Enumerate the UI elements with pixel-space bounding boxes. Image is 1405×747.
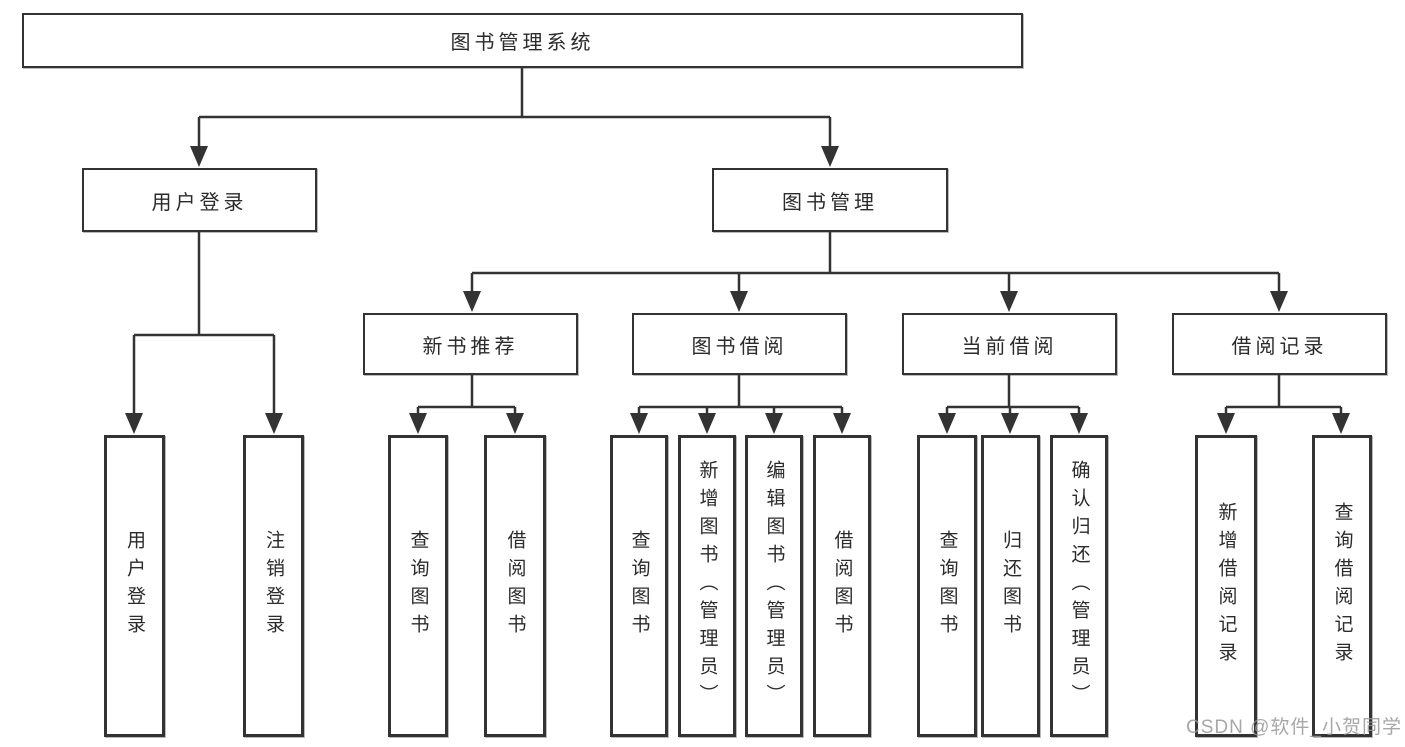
leaf-edit-book-admin: 编辑图书（管理员） [745,435,803,737]
leaf-query-books-2: 查询图书 [610,435,668,737]
node-book-management: 图书管理 [712,168,948,232]
node-current-borrowing: 当前借阅 [902,313,1117,375]
leaf-user-login: 用户登录 [104,435,165,737]
leaf-query-borrow-record: 查询借阅记录 [1312,435,1372,737]
connector-root [190,68,839,167]
node-book-borrowing: 图书借阅 [632,313,847,375]
node-user-login: 用户登录 [82,168,317,232]
connector-current-borrowing [938,374,1088,434]
node-root: 图书管理系统 [22,13,1023,68]
leaf-confirm-return-admin: 确认归还（管理员） [1050,435,1108,737]
watermark: CSDN @软件_小贺同学 [1186,717,1402,738]
node-new-book-recommendation: 新书推荐 [363,313,578,375]
leaf-query-books-3: 查询图书 [917,435,977,737]
leaf-add-book-admin: 新增图书（管理员） [678,435,736,737]
leaf-borrow-books-2: 借阅图书 [813,435,871,737]
leaf-borrow-books-1: 借阅图书 [484,435,546,737]
connector-book-borrowing [630,374,851,434]
connector-borrowing-records [1217,374,1350,434]
connector-book-management [463,232,1288,312]
connector-user-login [125,232,283,434]
leaf-return-books: 归还图书 [981,435,1040,737]
node-borrowing-records: 借阅记录 [1172,313,1387,375]
leaf-query-books-1: 查询图书 [388,435,448,737]
connector-new-book-recommendation [409,374,524,434]
leaf-logout-login: 注销登录 [243,435,304,737]
leaf-add-borrow-record: 新增借阅记录 [1195,435,1257,737]
